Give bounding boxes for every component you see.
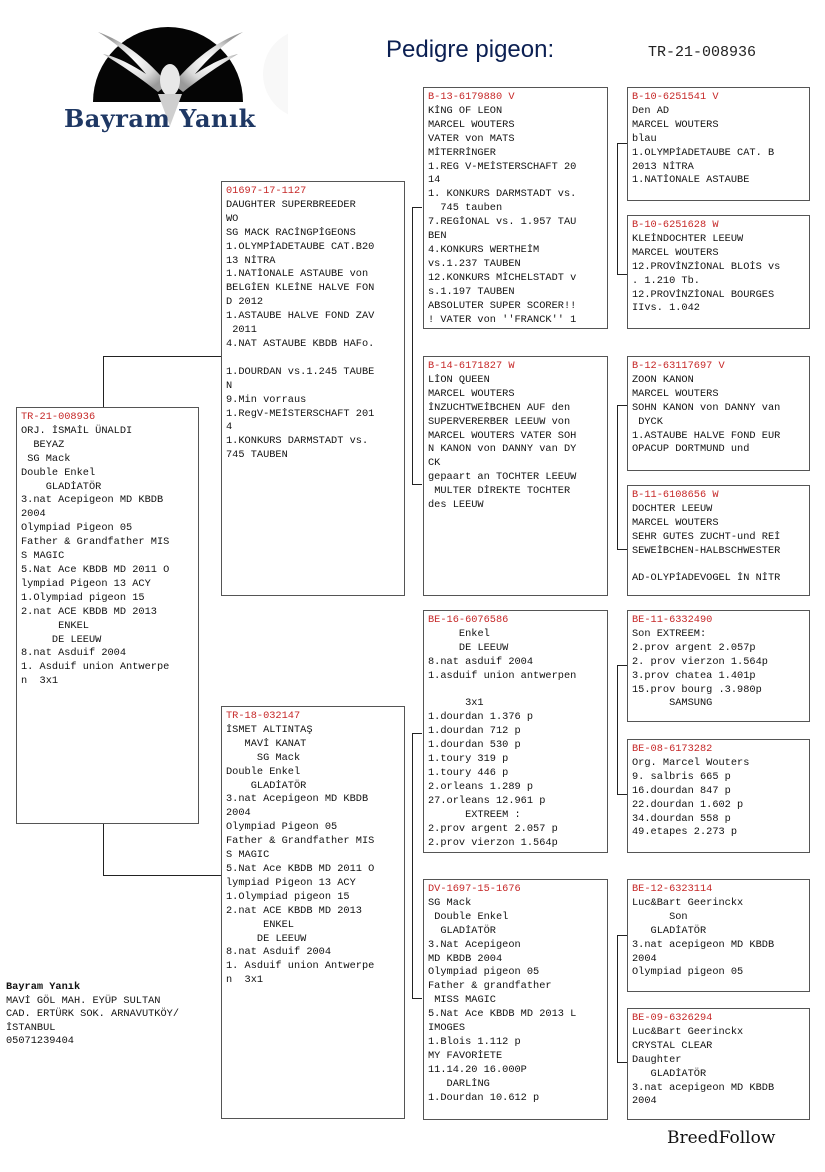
pedigree-card-dam-dam-dam[interactable]: BE-09-6326294 Luc&Bart Geerinckx CRYSTAL… <box>627 1008 810 1120</box>
pigeon-details: Luc&Bart Geerinckx CRYSTAL CLEAR Daughte… <box>632 1025 775 1108</box>
pedigree-card-sire-sire-dam[interactable]: B-10-6251628 W KLEİNDOCHTER LEEUW MARCEL… <box>627 215 810 329</box>
pedigree-card-dam[interactable]: TR-18-032147 İSMET ALTINTAŞ MAVİ KANAT S… <box>221 706 405 1119</box>
connector-line <box>617 935 627 936</box>
connector-line <box>617 665 618 795</box>
owner-name: Bayram Yanık <box>64 104 256 133</box>
pigeon-details: ORJ. İSMAİL ÜNALDI BEYAZ SG Mack Double … <box>21 424 170 688</box>
pigeon-details: KLEİNDOCHTER LEEUW MARCEL WOUTERS 12.PRO… <box>632 232 781 315</box>
pedigree-card-sire-dam[interactable]: B-14-6171827 W LİON QUEEN MARCEL WOUTERS… <box>423 356 608 596</box>
pigeon-details: DAUGHTER SUPERBREEDER WO SG MACK RACİNGP… <box>226 198 375 462</box>
pedigree-card-dam-sire[interactable]: BE-16-6076586 Enkel DE LEEUW 8.nat asdui… <box>423 610 608 853</box>
ring-number: TR-21-008936 <box>21 411 96 423</box>
owner-contact: Bayram Yanık MAVİ GÖL MAH. EYÜP SULTAN C… <box>6 981 179 1049</box>
connector-line <box>617 1062 627 1063</box>
ring-number: B-14-6171827 W <box>428 360 515 372</box>
connector-line <box>617 549 627 550</box>
pedigree-card-dam-dam[interactable]: DV-1697-15-1676 SG Mack Double Enkel GLA… <box>423 879 608 1120</box>
connector-line <box>103 875 222 876</box>
connector-line <box>617 665 627 666</box>
connector-line <box>617 405 618 550</box>
connector-line <box>617 274 627 275</box>
pigeon-details: ZOON KANON MARCEL WOUTERS SOHN KANON von… <box>632 373 781 456</box>
ring-number: B-10-6251541 V <box>632 91 719 103</box>
connector-line <box>412 207 422 208</box>
pedigree-card-dam-dam-sire[interactable]: BE-12-6323114 Luc&Bart Geerinckx Son GLA… <box>627 879 810 992</box>
ring-number: BE-09-6326294 <box>632 1012 713 1024</box>
connector-line <box>617 794 627 795</box>
connector-line <box>412 207 413 485</box>
ring-number: BE-08-6173282 <box>632 743 713 755</box>
pedigree-card-subject[interactable]: TR-21-008936 ORJ. İSMAİL ÜNALDI BEYAZ SG… <box>16 407 199 824</box>
page-title-colon: : <box>547 36 555 63</box>
ring-number: DV-1697-15-1676 <box>428 883 521 895</box>
pigeon-details: Enkel DE LEEUW 8.nat asduif 2004 1.asdui… <box>428 627 577 849</box>
pedigree-card-sire-dam-sire[interactable]: B-12-63117697 V ZOON KANON MARCEL WOUTER… <box>627 356 810 471</box>
pigeon-details: SG Mack Double Enkel GLADİATÖR 3.Nat Ace… <box>428 896 577 1104</box>
owner-contact-address: MAVİ GÖL MAH. EYÜP SULTAN CAD. ERTÜRK SO… <box>6 994 180 1048</box>
owner-contact-name: Bayram Yanık <box>6 981 81 993</box>
connector-line <box>617 405 627 406</box>
connector-line <box>412 484 422 485</box>
connector-line <box>617 143 627 144</box>
ring-number: B-10-6251628 W <box>632 219 719 231</box>
ring-number: B-13-6179880 V <box>428 91 515 103</box>
ring-number: BE-16-6076586 <box>428 614 509 626</box>
pedigree-card-sire-dam-dam[interactable]: B-11-6108656 W DOCHTER LEEUW MARCEL WOUT… <box>627 485 810 596</box>
pigeon-details: Org. Marcel Wouters 9. salbris 665 p 16.… <box>632 756 750 839</box>
connector-line <box>412 733 413 999</box>
pedigree-card-dam-sire-sire[interactable]: BE-11-6332490 Son EXTREEM: 2.prov argent… <box>627 610 810 722</box>
connector-line <box>412 998 422 999</box>
pigeon-details: KİNG OF LEON MARCEL WOUTERS VATER von MA… <box>428 104 577 326</box>
ring-number: TR-18-032147 <box>226 710 301 722</box>
connector-line <box>103 356 222 357</box>
connector-line <box>617 935 618 1063</box>
pedigree-card-sire[interactable]: 01697-17-1127 DAUGHTER SUPERBREEDER WO S… <box>221 181 405 596</box>
pigeon-details: LİON QUEEN MARCEL WOUTERS İNZUCHTWEİBCHE… <box>428 373 577 512</box>
pigeon-details: Luc&Bart Geerinckx Son GLADİATÖR 3.nat a… <box>632 896 775 979</box>
pigeon-details: İSMET ALTINTAŞ MAVİ KANAT SG Mack Double… <box>226 723 375 987</box>
ring-number: B-12-63117697 V <box>632 360 725 372</box>
pigeon-details: Son EXTREEM: 2.prov argent 2.057p 2. pro… <box>632 627 768 710</box>
pedigree-card-sire-sire[interactable]: B-13-6179880 V KİNG OF LEON MARCEL WOUTE… <box>423 87 608 329</box>
ring-number: BE-12-6323114 <box>632 883 713 895</box>
connector-line <box>617 143 618 275</box>
ring-number: B-11-6108656 W <box>632 489 719 501</box>
ring-number: 01697-17-1127 <box>226 185 307 197</box>
pigeon-details: Den AD MARCEL WOUTERS blau 1.OLYMPİADETA… <box>632 104 775 187</box>
page-title-text: Pedigre pigeon <box>386 36 548 63</box>
header-ring-number: TR-21-008936 <box>648 44 757 61</box>
page-title: Pedigre pigeon: <box>386 36 554 64</box>
pigeon-details: DOCHTER LEEUW MARCEL WOUTERS SEHR GUTES … <box>632 502 781 585</box>
pedigree-card-dam-sire-dam[interactable]: BE-08-6173282 Org. Marcel Wouters 9. sal… <box>627 739 810 853</box>
ring-number: BE-11-6332490 <box>632 614 713 626</box>
connector-line <box>412 733 422 734</box>
brand-label: BreedFollow <box>667 1128 776 1148</box>
pedigree-card-sire-sire-sire[interactable]: B-10-6251541 V Den AD MARCEL WOUTERS bla… <box>627 87 810 201</box>
